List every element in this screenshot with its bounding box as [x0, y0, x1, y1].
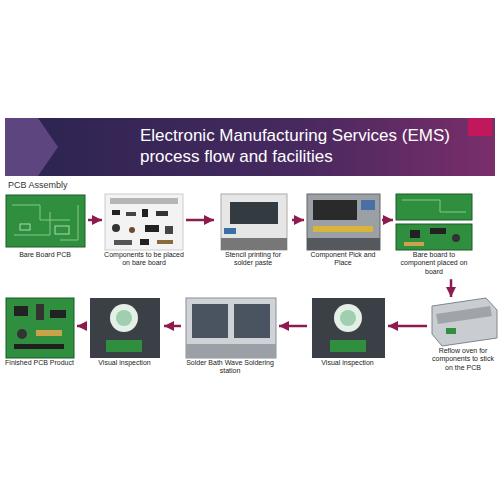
flow-arrow: [88, 219, 102, 222]
flow-arrow: [292, 219, 304, 222]
flow-arrow: [186, 219, 214, 222]
process-step: Visual inspection: [86, 298, 163, 369]
step-caption: Component Pick and Place: [305, 250, 381, 270]
process-step: Components to be placed on bare board: [103, 192, 185, 270]
step-caption: Visual inspection: [86, 358, 163, 369]
step-caption: Solder Bath Wave Soldering station: [182, 358, 278, 378]
visual-inspection-image: [90, 298, 160, 358]
process-step: Stencil printing for solder paste: [215, 192, 291, 270]
stencil-printer-image: [221, 194, 287, 250]
step-caption: Components to be placed on bare board: [103, 250, 185, 270]
slide-title: Electronic Manufacturing Services (EMS) …: [140, 125, 452, 167]
wave-soldering-image: [186, 298, 276, 358]
band-chevron: [5, 118, 58, 176]
process-step: Bare Board PCB: [3, 192, 87, 261]
flow-arrow: [382, 219, 393, 222]
step-caption: Stencil printing for solder paste: [215, 250, 291, 270]
step-caption: Reflow oven for components to stick on t…: [428, 346, 498, 374]
components-image: [105, 194, 183, 250]
flow-arrow: [164, 325, 181, 328]
accent-square: [468, 118, 492, 136]
finished-pcb-image: [6, 298, 74, 358]
process-step: Bare board to component placed on board: [394, 192, 474, 278]
process-step: Finished PCB Product: [3, 298, 76, 369]
reflow-oven-image: [432, 298, 497, 346]
step-caption: Bare board to component placed on board: [394, 250, 474, 278]
step-caption: Bare Board PCB: [3, 250, 87, 261]
step-caption: Finished PCB Product: [3, 358, 76, 369]
pick-and-place-image: [307, 194, 380, 250]
populated-boards-image: [396, 194, 472, 250]
process-step: Solder Bath Wave Soldering station: [182, 298, 278, 378]
title-band: [5, 118, 495, 176]
flow-arrow: [450, 279, 453, 297]
process-step: Visual inspection: [308, 298, 387, 369]
visual-inspection-image: [312, 298, 385, 358]
step-caption: Visual inspection: [308, 358, 387, 369]
bare-pcb-image: [6, 195, 85, 247]
process-step: Component Pick and Place: [305, 192, 381, 270]
process-step: Reflow oven for components to stick on t…: [428, 298, 498, 374]
flow-arrow: [77, 325, 85, 328]
section-label: PCB Assembly: [8, 180, 68, 190]
flow-arrow: [279, 325, 307, 328]
flow-arrow: [388, 325, 427, 328]
